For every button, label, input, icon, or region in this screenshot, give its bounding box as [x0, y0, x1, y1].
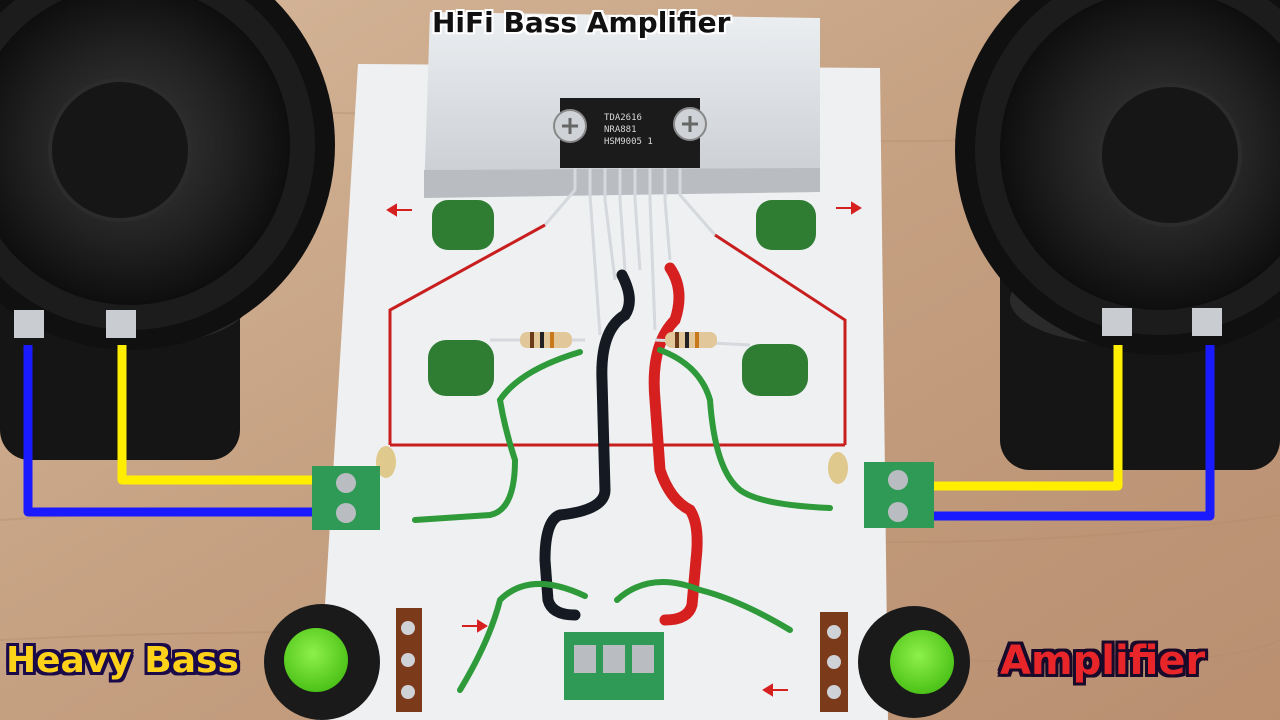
red-jumper-wires — [388, 223, 847, 447]
page-title: HiFi Bass Amplifier — [432, 6, 731, 39]
left-speaker-terminal — [106, 310, 136, 338]
speaker-terminal-block-left — [312, 466, 380, 530]
right-speaker-terminal — [1102, 308, 1132, 336]
caption-amplifier: Amplifier — [1000, 638, 1206, 684]
resistor — [490, 332, 585, 348]
green-knob-icon — [890, 630, 954, 694]
ceramic-capacitor — [376, 446, 848, 484]
chip-pins — [543, 168, 717, 336]
capacitor — [428, 200, 816, 396]
power-terminal-block — [564, 632, 664, 700]
right-speaker-terminal — [1192, 308, 1222, 336]
resistor — [654, 332, 751, 348]
amplifier-chip: TDA2616 NRA881 HSM9005 1 — [553, 98, 707, 168]
bass-potentiometer-left — [264, 604, 422, 720]
red-arrow-icon — [386, 201, 862, 697]
speaker-wires — [23, 345, 1215, 521]
right-speaker — [955, 0, 1280, 470]
chip-label-line1: TDA2616 — [604, 113, 642, 123]
green-signal-wires — [412, 347, 833, 693]
power-wires — [539, 262, 703, 626]
green-knob-icon — [284, 628, 348, 692]
speaker-terminal-block-right — [864, 462, 934, 528]
bass-potentiometer-right — [820, 606, 970, 718]
chip-label-line3: HSM9005 1 — [604, 137, 653, 147]
left-speaker-terminal — [14, 310, 44, 338]
chip-label-line2: NRA881 — [604, 125, 637, 135]
caption-heavy-bass: Heavy Bass — [6, 640, 239, 681]
left-speaker — [0, 0, 335, 460]
